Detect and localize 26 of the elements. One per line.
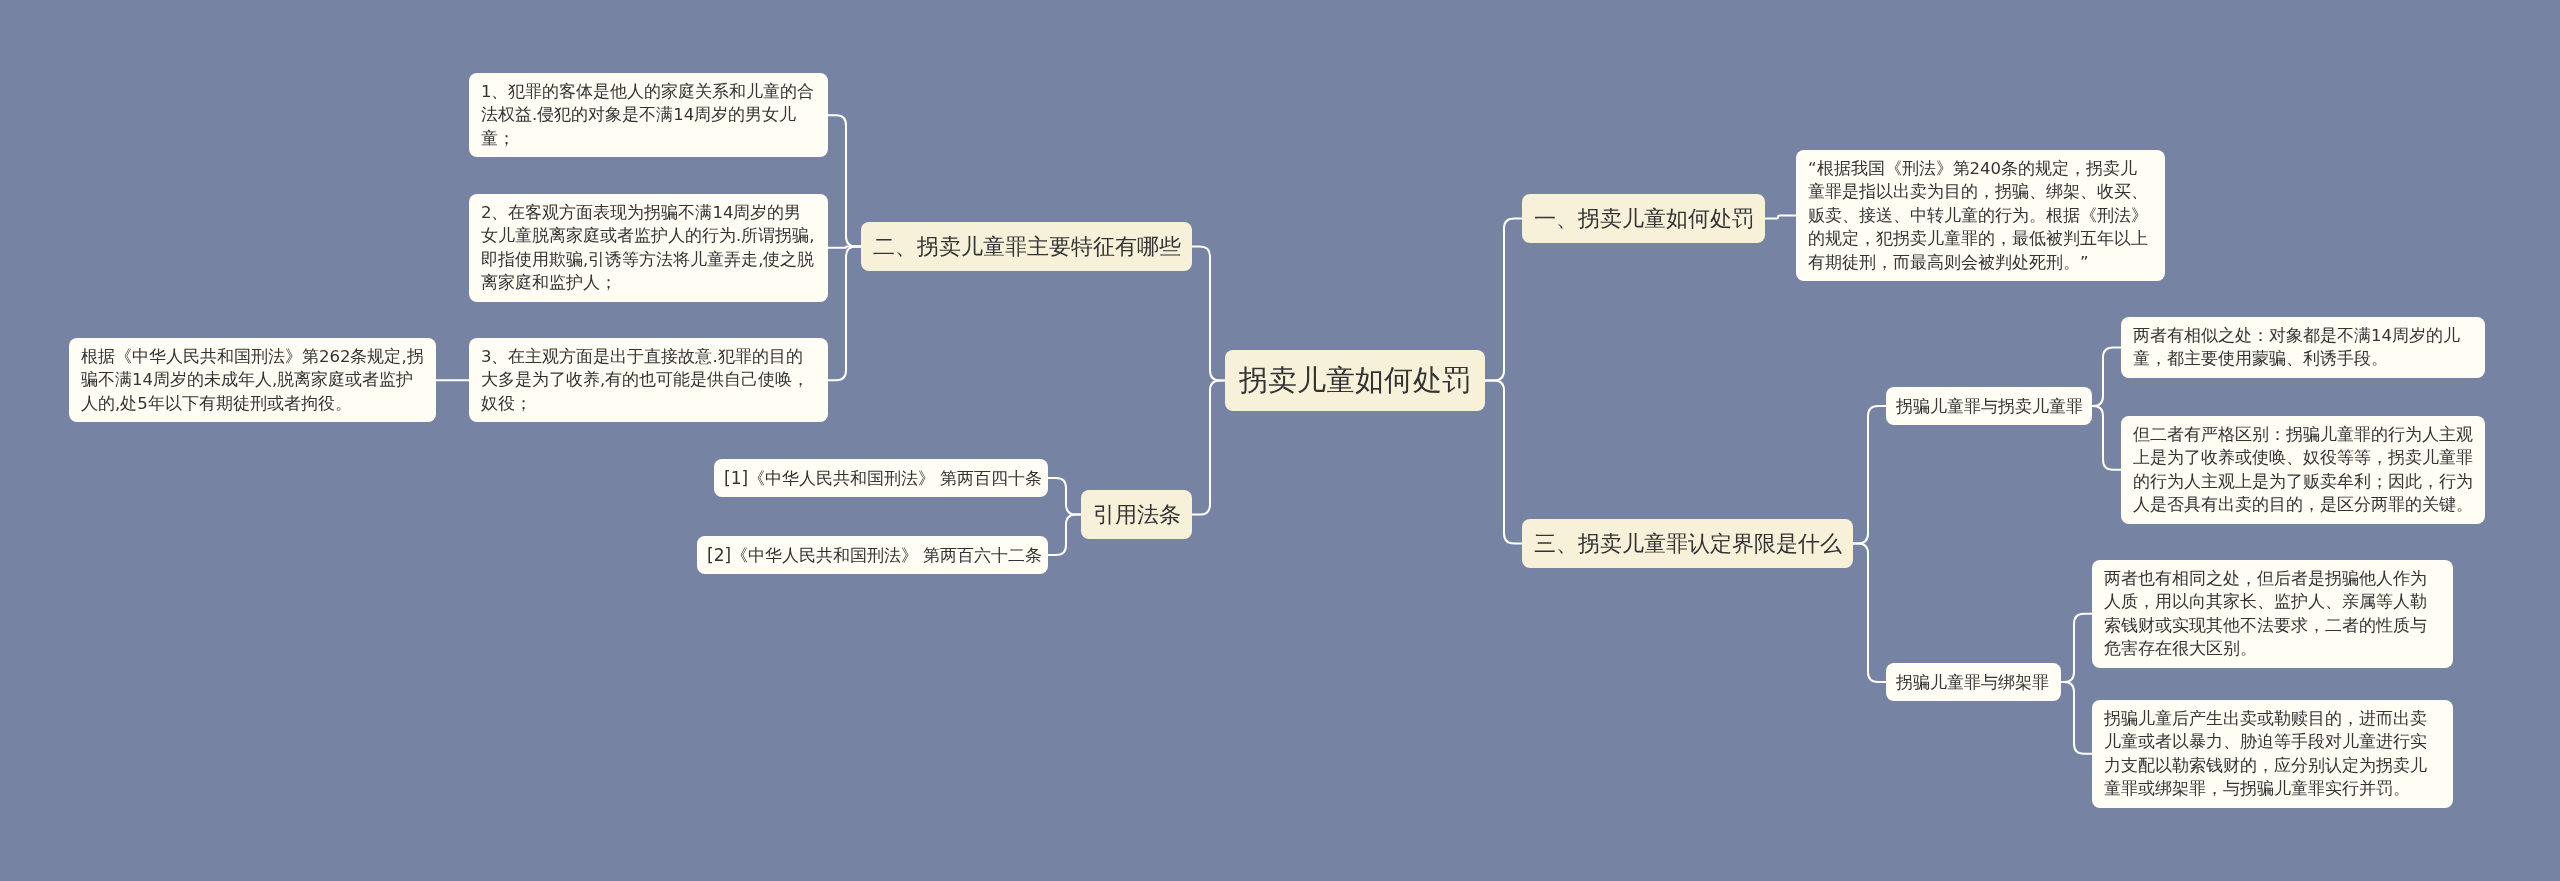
text-card: 拐骗儿童后产生出卖或勒赎目的，进而出卖儿童或者以暴力、胁迫等手段对儿童进行实力支配以勒索钱财的，应分别认定为拐卖儿童罪或绑架罪，与拐骗儿童罪实行并罚。 — [2092, 700, 2453, 808]
subtopic-box: 拐骗儿童罪与拐卖儿童罪 — [1886, 387, 2092, 426]
connector-line — [2091, 405, 2122, 471]
text-card: 两者也有相同之处，但后者是拐骗他人作为人质，用以向其家长、监护人、亲属等人勒索钱财或实现其他不法要求，二者的性质与危害存在很大区别。 — [2092, 560, 2453, 668]
connector-line — [1047, 513, 1082, 557]
topic-box: 一、拐卖儿童如何处罚 — [1522, 194, 1765, 244]
subtopic-box: [2]《中华人民共和国刑法》 第两百六十二条 — [697, 536, 1048, 575]
text-card: 3、在主观方面是出于直接故意.犯罪的目的大多是为了收养,有的也可能是供自己使唤，奴役； — [469, 338, 828, 423]
text-card: 两者有相似之处：对象都是不满14周岁的儿童，都主要使用蒙骗、利诱手段。 — [2121, 317, 2485, 378]
topic-box: 二、拐卖儿童罪主要特征有哪些 — [861, 222, 1192, 272]
connector-line — [435, 379, 470, 382]
connector-line — [1484, 379, 1523, 545]
text-card: 1、犯罪的客体是他人的家庭关系和儿童的合法权益.侵犯的对象是不满14周岁的男女儿童； — [469, 73, 828, 158]
connector-line — [1852, 542, 1887, 684]
connector-line — [827, 245, 862, 382]
text-card: 根据《中华人民共和国刑法》第262条规定,拐骗不满14周岁的未成年人,脱离家庭或者监护人的,处5年以下有期徒刑或者拘役。 — [69, 338, 436, 423]
subtopic-box: [1]《中华人民共和国刑法》 第两百四十条 — [714, 459, 1048, 498]
connector-line — [1764, 214, 1797, 220]
central-topic-box: 拐卖儿童如何处罚 — [1225, 350, 1485, 412]
topic-box: 三、拐卖儿童罪认定界限是什么 — [1522, 519, 1853, 569]
text-card: “根据我国《刑法》第240条的规定，拐卖儿童罪是指以出卖为目的，拐骗、绑架、收买、贩卖、接送、中转儿童的行为。根据《刑法》的规定，犯拐卖儿童罪的，最低被判五年以上有期徒刑，而最高则会被判处死刑。” — [1796, 150, 2165, 282]
text-card: 2、在客观方面表现为拐骗不满14周岁的男女儿童脱离家庭或者监护人的行为.所谓拐骗,即指使用欺骗,引诱等方法将儿童弄走,使之脱离家庭和监护人； — [469, 194, 828, 302]
topic-box: 引用法条 — [1081, 490, 1192, 540]
subtopic-box: 拐骗儿童罪与绑架罪 — [1886, 663, 2061, 702]
connector-line — [1191, 379, 1226, 516]
text-card: 但二者有严格区别：拐骗儿童罪的行为人主观上是为了收养或使唤、奴役等等，拐卖儿童罪的行为人主观上是为了贩卖牟利；因此，行为人是否具有出卖的目的，是区分两罪的关键。 — [2121, 416, 2485, 524]
